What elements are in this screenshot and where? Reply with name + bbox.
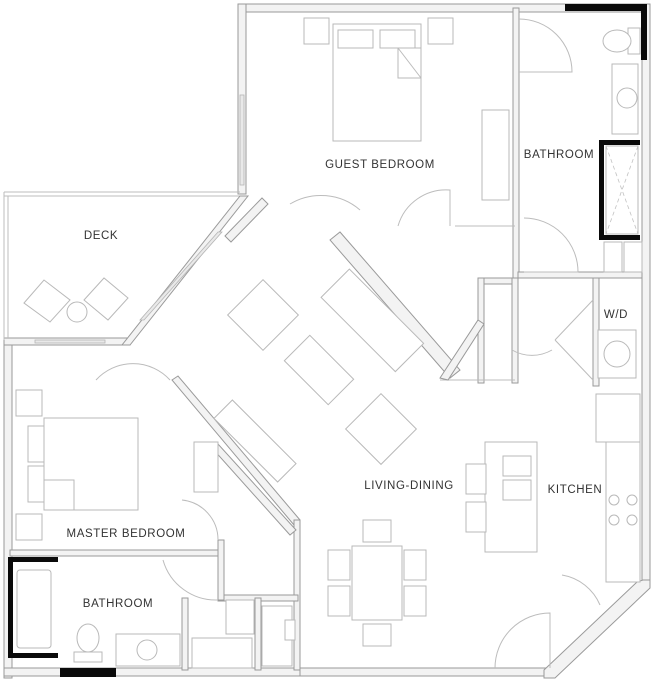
deck-furniture bbox=[23, 277, 129, 323]
exterior-walls bbox=[3, 3, 651, 679]
upper-bathroom-fixtures bbox=[602, 27, 641, 235]
deck-outline bbox=[3, 191, 250, 346]
room-label-bathroom-lower: BATHROOM bbox=[83, 598, 153, 610]
room-label-deck: DECK bbox=[84, 230, 118, 242]
doors bbox=[95, 18, 601, 669]
master-bed bbox=[15, 389, 139, 541]
lower-bathroom-fixtures bbox=[16, 569, 296, 669]
interior-walls bbox=[9, 7, 643, 671]
guest-bed bbox=[303, 17, 454, 142]
room-labels: GUEST BEDROOM BATHROOM DECK W/D LIVING-D… bbox=[67, 149, 628, 610]
guest-dresser bbox=[481, 109, 510, 201]
dining-table bbox=[327, 519, 427, 647]
kitchen-counter bbox=[595, 393, 641, 583]
master-dresser bbox=[193, 441, 219, 493]
kitchen-island bbox=[465, 441, 538, 553]
room-label-bathroom-upper: BATHROOM bbox=[524, 149, 594, 161]
room-label-master-bedroom: MASTER BEDROOM bbox=[67, 528, 186, 540]
living-furniture bbox=[213, 268, 425, 483]
accent-walls bbox=[8, 4, 647, 677]
room-label-wd: W/D bbox=[604, 309, 628, 321]
room-label-living-dining: LIVING-DINING bbox=[364, 480, 454, 492]
room-label-guest-bedroom: GUEST BEDROOM bbox=[325, 159, 435, 171]
room-label-kitchen: KITCHEN bbox=[548, 484, 603, 496]
washer-dryer bbox=[597, 241, 643, 379]
